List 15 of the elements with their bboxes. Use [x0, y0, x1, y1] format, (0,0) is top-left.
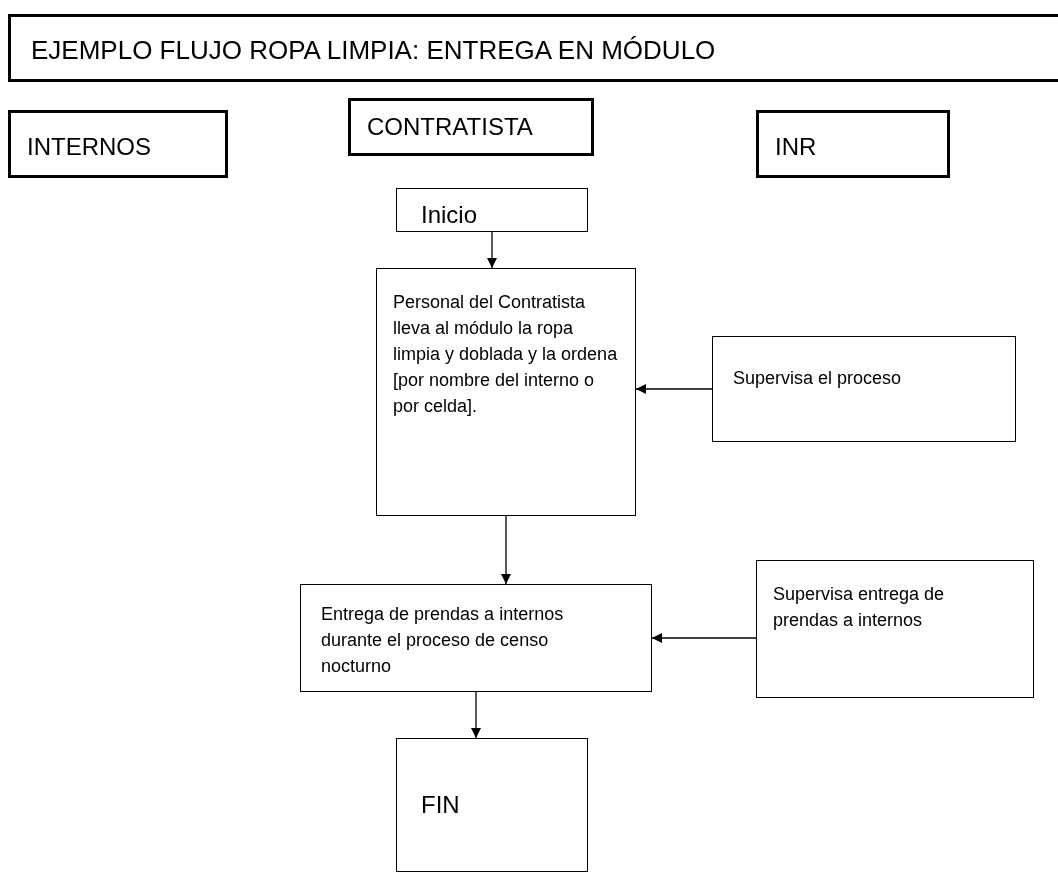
process-box: Personal del Contratista lleva al módulo la ropa limpia y doblada y la ordena [por nombre del interno o por celda]. [376, 268, 636, 516]
process-box: Entrega de prendas a internos durante el proceso de censo nocturno [300, 584, 652, 692]
process-box: Inicio [396, 188, 588, 232]
process-box: INR [756, 110, 950, 178]
process-box: Supervisa entrega de prendas a internos [756, 560, 1034, 698]
arrow [635, 384, 713, 394]
arrow [471, 691, 481, 739]
process-box: FIN [396, 738, 588, 872]
process-box: Supervisa el proceso [712, 336, 1016, 442]
process-box: CONTRATISTA [348, 98, 594, 156]
arrow [487, 231, 497, 269]
diagram-title: EJEMPLO FLUJO ROPA LIMPIA: ENTREGA EN MÓDULO [8, 14, 1058, 82]
process-box: INTERNOS [8, 110, 228, 178]
arrow [651, 633, 757, 643]
arrow [501, 515, 511, 585]
